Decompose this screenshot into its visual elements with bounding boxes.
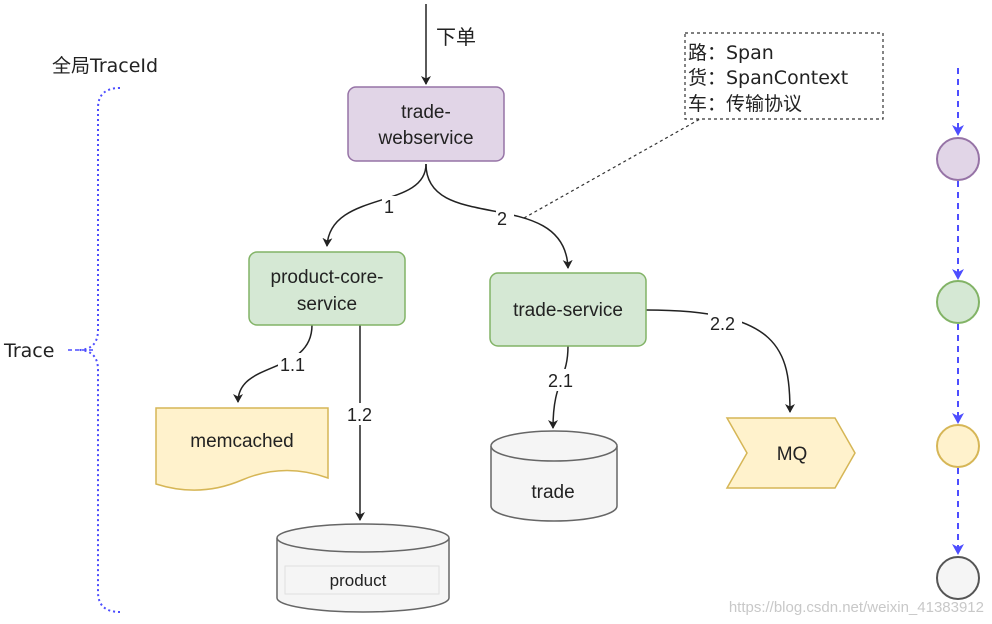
legend-pointer <box>523 118 701 219</box>
trace-brace <box>77 87 121 613</box>
edge-label-1: 1 <box>384 197 394 217</box>
timeline <box>936 68 980 600</box>
trade-db-label: trade <box>531 482 574 503</box>
legend-span: 路：Span <box>688 42 774 64</box>
edge-label-2-1: 2.1 <box>548 371 573 391</box>
edge-2-2 <box>645 309 795 413</box>
legend-box: 路：Span 货：SpanContext 车：传输协议 <box>684 32 884 120</box>
edge-1-1 <box>233 324 313 403</box>
timeline-node-green <box>936 280 980 324</box>
timeline-node-yellow <box>936 424 980 468</box>
node-trade-service: trade-service <box>489 272 647 347</box>
node-product-core-service: product-core- service <box>248 251 406 326</box>
product-core-service-line2: service <box>297 294 357 315</box>
node-mq: MQ <box>725 417 856 489</box>
edge-label-1-2: 1.2 <box>347 405 372 425</box>
global-trace-id-label: 全局TraceId <box>52 55 158 77</box>
memcached-label: memcached <box>190 431 294 452</box>
node-product-db: product <box>276 523 450 613</box>
node-memcached: memcached <box>155 407 329 491</box>
trade-webservice-line1: trade- <box>401 102 451 123</box>
legend-spancontext: 货：SpanContext <box>688 67 848 89</box>
mq-label: MQ <box>777 444 808 465</box>
edge-1 <box>322 163 427 247</box>
timeline-node-gray <box>936 556 980 600</box>
edge-label-2-2: 2.2 <box>710 314 735 334</box>
legend-protocol: 车：传输协议 <box>688 93 802 115</box>
node-trade-db: trade <box>490 430 618 522</box>
order-label: 下单 <box>436 25 476 49</box>
node-trade-webservice: trade- webservice <box>347 86 505 162</box>
product-core-service-line1: product-core- <box>271 267 384 288</box>
trace-label: Trace <box>3 340 54 362</box>
trade-service-label: trade-service <box>513 300 623 321</box>
watermark: https://blog.csdn.net/weixin_41383912 <box>729 599 984 616</box>
product-db-label: product <box>330 571 387 590</box>
edge-label-1-1: 1.1 <box>280 355 305 375</box>
edge-label-2: 2 <box>497 209 507 229</box>
trade-webservice-line2: webservice <box>377 128 473 149</box>
timeline-node-purple <box>936 137 980 181</box>
edge-2 <box>425 163 573 269</box>
